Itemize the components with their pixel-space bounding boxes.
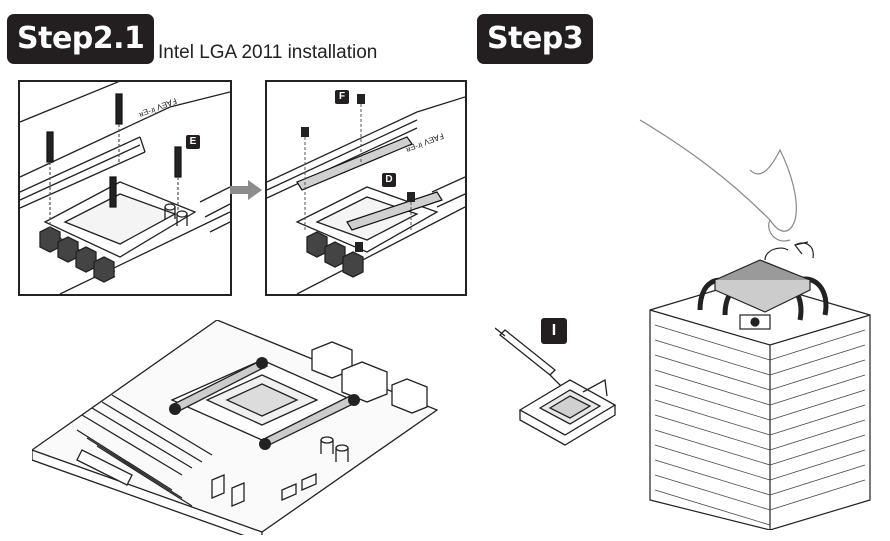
svg-text:ᴚƎ-ɹᴉ ΛƎ∀Ⅎ: ᴚƎ-ɹᴉ ΛƎ∀Ⅎ — [138, 97, 179, 119]
svg-text:ᴚƎ-ɹᴉ ΛƎ∀Ⅎ: ᴚƎ-ɹᴉ ΛƎ∀Ⅎ — [405, 132, 446, 154]
step-tag-d: D — [382, 173, 396, 187]
mounting-bars-illustration: ᴚƎ-ɹᴉ ΛƎ∀Ⅎ — [267, 94, 465, 294]
thermal-paste-application-illustration — [495, 320, 625, 460]
motherboard-standoffs-illustration: ᴚƎ-ɹᴉ ΛƎ∀Ⅎ — [20, 82, 230, 294]
motherboard-with-mount-illustration — [32, 320, 452, 535]
cpu-cooler-film-removal-illustration — [630, 110, 880, 530]
step-3-badge: Step3 — [477, 14, 594, 64]
step-2-1-badge: Step2.1 — [7, 14, 155, 64]
step-tag-i: I — [541, 318, 567, 344]
standoff-installation-panel: ᴚƎ-ɹᴉ ΛƎ∀Ⅎ — [18, 80, 232, 296]
hand-icon — [639, 119, 797, 242]
step-tag-e: E — [186, 135, 200, 149]
right-arrow-icon — [230, 180, 262, 205]
installation-subtitle: Intel LGA 2011 installation — [158, 42, 378, 63]
mounting-bar-installation-panel: ᴚƎ-ɹᴉ ΛƎ∀Ⅎ — [265, 80, 467, 296]
step-tag-f: F — [335, 90, 349, 104]
